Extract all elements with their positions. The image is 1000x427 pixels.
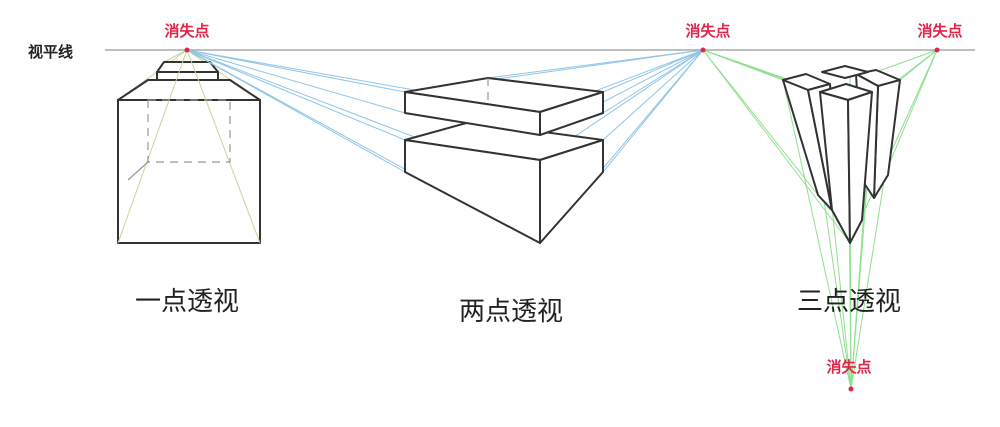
vanishing-point-one-dot bbox=[184, 47, 190, 53]
vanishing-point-left-dot bbox=[700, 47, 706, 53]
caption-two-point: 两点透视 bbox=[459, 297, 563, 327]
two-point-group bbox=[186, 49, 704, 244]
three-point-pillar-back-top bbox=[821, 65, 869, 79]
horizon-label: 视平线 bbox=[28, 43, 73, 61]
one-point-box-front bbox=[117, 99, 261, 244]
vanishing-point-bottom-label: 消失点 bbox=[826, 358, 871, 376]
vanishing-point-one-label: 消失点 bbox=[164, 22, 209, 40]
one-point-cap-front bbox=[156, 71, 219, 81]
two-point-lower-right-face bbox=[539, 139, 604, 244]
one-point-cap-top bbox=[156, 61, 219, 73]
vanishing-point-bottom-dot bbox=[848, 386, 854, 392]
one-point-box-top bbox=[117, 79, 261, 101]
one-point-group bbox=[117, 49, 261, 244]
vanishing-point-right-dot bbox=[934, 47, 940, 53]
caption-one-point: 一点透视 bbox=[135, 287, 239, 317]
vanishing-point-left-label: 消失点 bbox=[685, 22, 730, 40]
vanishing-point-right-label: 消失点 bbox=[917, 22, 962, 40]
three-point-group bbox=[702, 49, 938, 390]
two-point-upper-right-face bbox=[539, 91, 604, 136]
caption-three-point: 三点透视 bbox=[797, 287, 901, 317]
two-point-rays bbox=[186, 49, 704, 244]
three-point-pillar-front-right bbox=[847, 91, 873, 244]
